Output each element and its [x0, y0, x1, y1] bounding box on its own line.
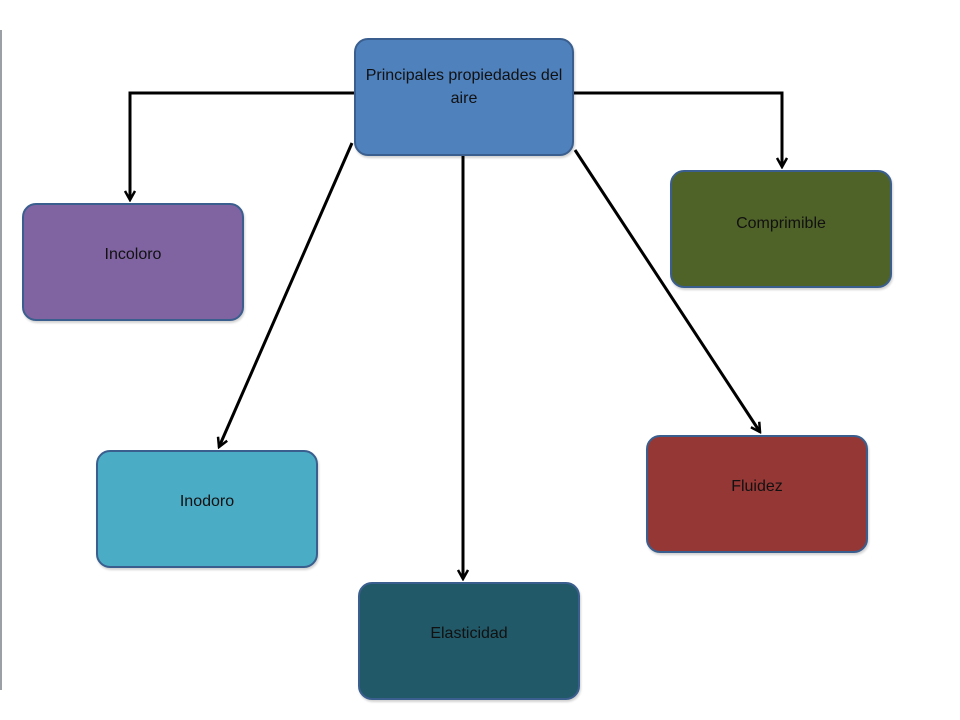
property-node-comprimible: Comprimible	[670, 170, 892, 288]
property-node-elasticidad: Elasticidad	[358, 582, 580, 700]
arrow-to-comprimible	[574, 91, 782, 167]
property-node-label: Comprimible	[736, 215, 826, 232]
root-node: Principales propiedades del aire	[354, 38, 574, 156]
property-node-fluidez: Fluidez	[646, 435, 868, 553]
slide-left-border	[0, 30, 2, 690]
property-node-inodoro: Inodoro	[96, 450, 318, 568]
root-node-label: Principales propiedades del aire	[365, 67, 563, 107]
arrow-to-fluidez	[573, 149, 760, 432]
property-node-label: Elasticidad	[430, 624, 508, 642]
arrow-to-inodoro	[219, 142, 354, 447]
property-node-label: Inodoro	[179, 492, 235, 510]
property-node-incoloro: Incoloro	[22, 203, 244, 321]
property-node-label: Incoloro	[104, 245, 162, 263]
arrow-to-incoloro	[130, 91, 354, 200]
property-node-label: Fluidez	[731, 477, 783, 495]
